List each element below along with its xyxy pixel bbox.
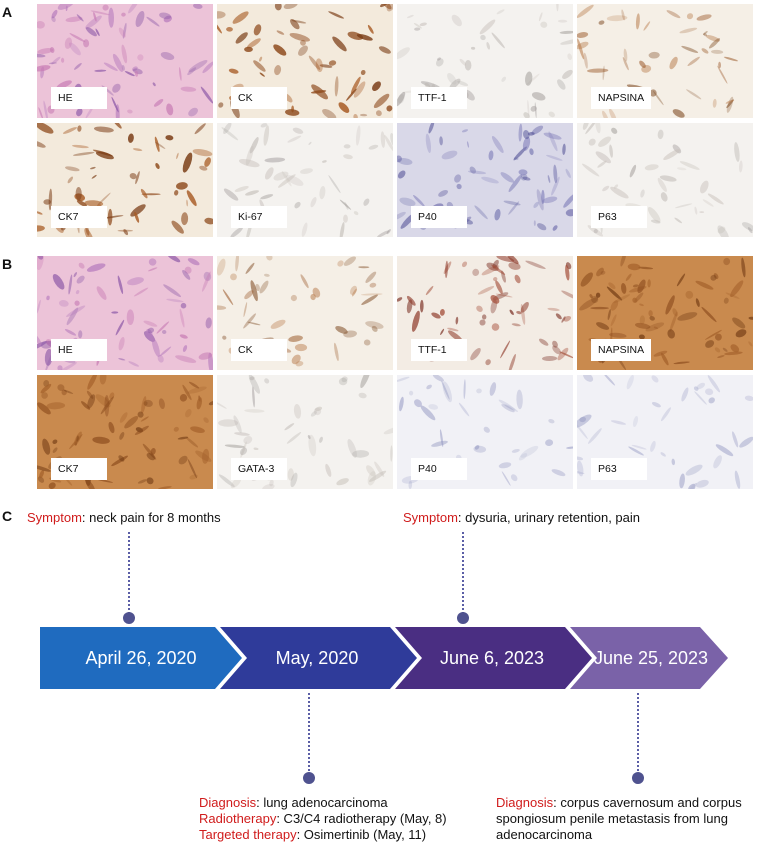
- event-line: Targeted therapy: Osimertinib (May, 11): [199, 827, 447, 843]
- arrow-step-1: [40, 627, 242, 689]
- tile-label: CK7: [51, 206, 107, 228]
- connector-dot-bottom-2: [632, 772, 644, 784]
- connector-dot-bottom-1: [303, 772, 315, 784]
- tile-a-ck: CK: [217, 4, 393, 118]
- connector-dot-top-2: [457, 612, 469, 624]
- tile-label: P40: [411, 458, 467, 480]
- step-label-4: June 25, 2023: [593, 648, 709, 668]
- tile-label: NAPSINA: [591, 87, 652, 109]
- tile-a-ck7: CK7: [37, 123, 213, 237]
- event-key: Symptom: [27, 510, 82, 525]
- connector-bottom-1: [308, 693, 310, 775]
- tile-a-napsina: NAPSINA: [577, 4, 753, 118]
- tile-label: TTF-1: [411, 87, 467, 109]
- arrow-step-2: [220, 627, 417, 689]
- event-text: : C3/C4 radiotherapy (May, 8): [276, 811, 447, 826]
- tile-label: GATA-3: [231, 458, 287, 480]
- event-key: Targeted therapy: [199, 827, 297, 842]
- tile-label: CK: [231, 87, 287, 109]
- tile-label: CK7: [51, 458, 107, 480]
- event-line: Diagnosis: corpus cavernosum and corpus: [496, 795, 742, 811]
- tile-label: P40: [411, 206, 467, 228]
- bottom-event-2: Diagnosis: corpus cavernosum and corpus …: [496, 795, 742, 843]
- tile-label: NAPSINA: [591, 339, 652, 361]
- tile-a-p40: P40: [397, 123, 573, 237]
- event-line: Diagnosis: lung adenocarcinoma: [199, 795, 447, 811]
- connector-bottom-2: [637, 693, 639, 775]
- tile-label: HE: [51, 87, 107, 109]
- event-line: Radiotherapy: C3/C4 radiotherapy (May, 8…: [199, 811, 447, 827]
- step-label-1: April 26, 2020: [85, 648, 197, 668]
- arrow-step-3: [395, 627, 592, 689]
- tile-b-ttf1: TTF-1: [397, 256, 573, 370]
- event-key: Diagnosis: [199, 795, 257, 810]
- connector-top-1: [128, 532, 130, 614]
- arrow-step-4: [570, 627, 728, 689]
- tile-a-he: HE: [37, 4, 213, 118]
- tile-a-ki67: Ki-67: [217, 123, 393, 237]
- step-label-2: May, 2020: [275, 648, 359, 668]
- tile-a-ttf1: TTF-1: [397, 4, 573, 118]
- event-key: Diagnosis: [496, 795, 554, 810]
- tile-b-ck: CK: [217, 256, 393, 370]
- event-key: Symptom: [403, 510, 458, 525]
- panel-b-letter: B: [2, 256, 13, 272]
- event-text: : neck pain for 8 months: [81, 510, 221, 525]
- event-line: spongiosum penile metastasis from lung: [496, 811, 742, 827]
- tile-b-gata3: GATA-3: [217, 375, 393, 489]
- tile-b-napsina: NAPSINA: [577, 256, 753, 370]
- event-line: adenocarcinoma: [496, 827, 742, 843]
- tile-b-p40: P40: [397, 375, 573, 489]
- event-text: : lung adenocarcinoma: [256, 795, 388, 810]
- micrograph-texture: [217, 375, 393, 489]
- tile-b-he: HE: [37, 256, 213, 370]
- event-text: : Osimertinib (May, 11): [296, 827, 427, 842]
- event-text: spongiosum penile metastasis from lung: [496, 811, 728, 826]
- tile-label: TTF-1: [411, 339, 467, 361]
- tile-b-p63: P63: [577, 375, 753, 489]
- event-text: adenocarcinoma: [496, 827, 593, 842]
- panel-c-letter: C: [2, 508, 13, 524]
- tile-label: P63: [591, 458, 647, 480]
- step-label-3: June 6, 2023: [439, 648, 545, 668]
- timeline-arrows: [40, 627, 728, 689]
- event-text: : corpus cavernosum and corpus: [553, 795, 742, 810]
- top-event-2: Symptom: dysuria, urinary retention, pai…: [403, 510, 640, 526]
- tile-a-p63: P63: [577, 123, 753, 237]
- panel-a-letter: A: [2, 4, 13, 20]
- tile-label: CK: [231, 339, 287, 361]
- bottom-event-1: Diagnosis: lung adenocarcinoma Radiother…: [199, 795, 447, 843]
- event-key: Radiotherapy: [199, 811, 277, 826]
- tile-label: P63: [591, 206, 647, 228]
- tile-label: HE: [51, 339, 107, 361]
- tile-label: Ki-67: [231, 206, 287, 228]
- event-text: : dysuria, urinary retention, pain: [457, 510, 641, 525]
- tile-b-ck7: CK7: [37, 375, 213, 489]
- top-event-1: Symptom: neck pain for 8 months: [27, 510, 221, 526]
- connector-dot-top-1: [123, 612, 135, 624]
- connector-top-2: [462, 532, 464, 614]
